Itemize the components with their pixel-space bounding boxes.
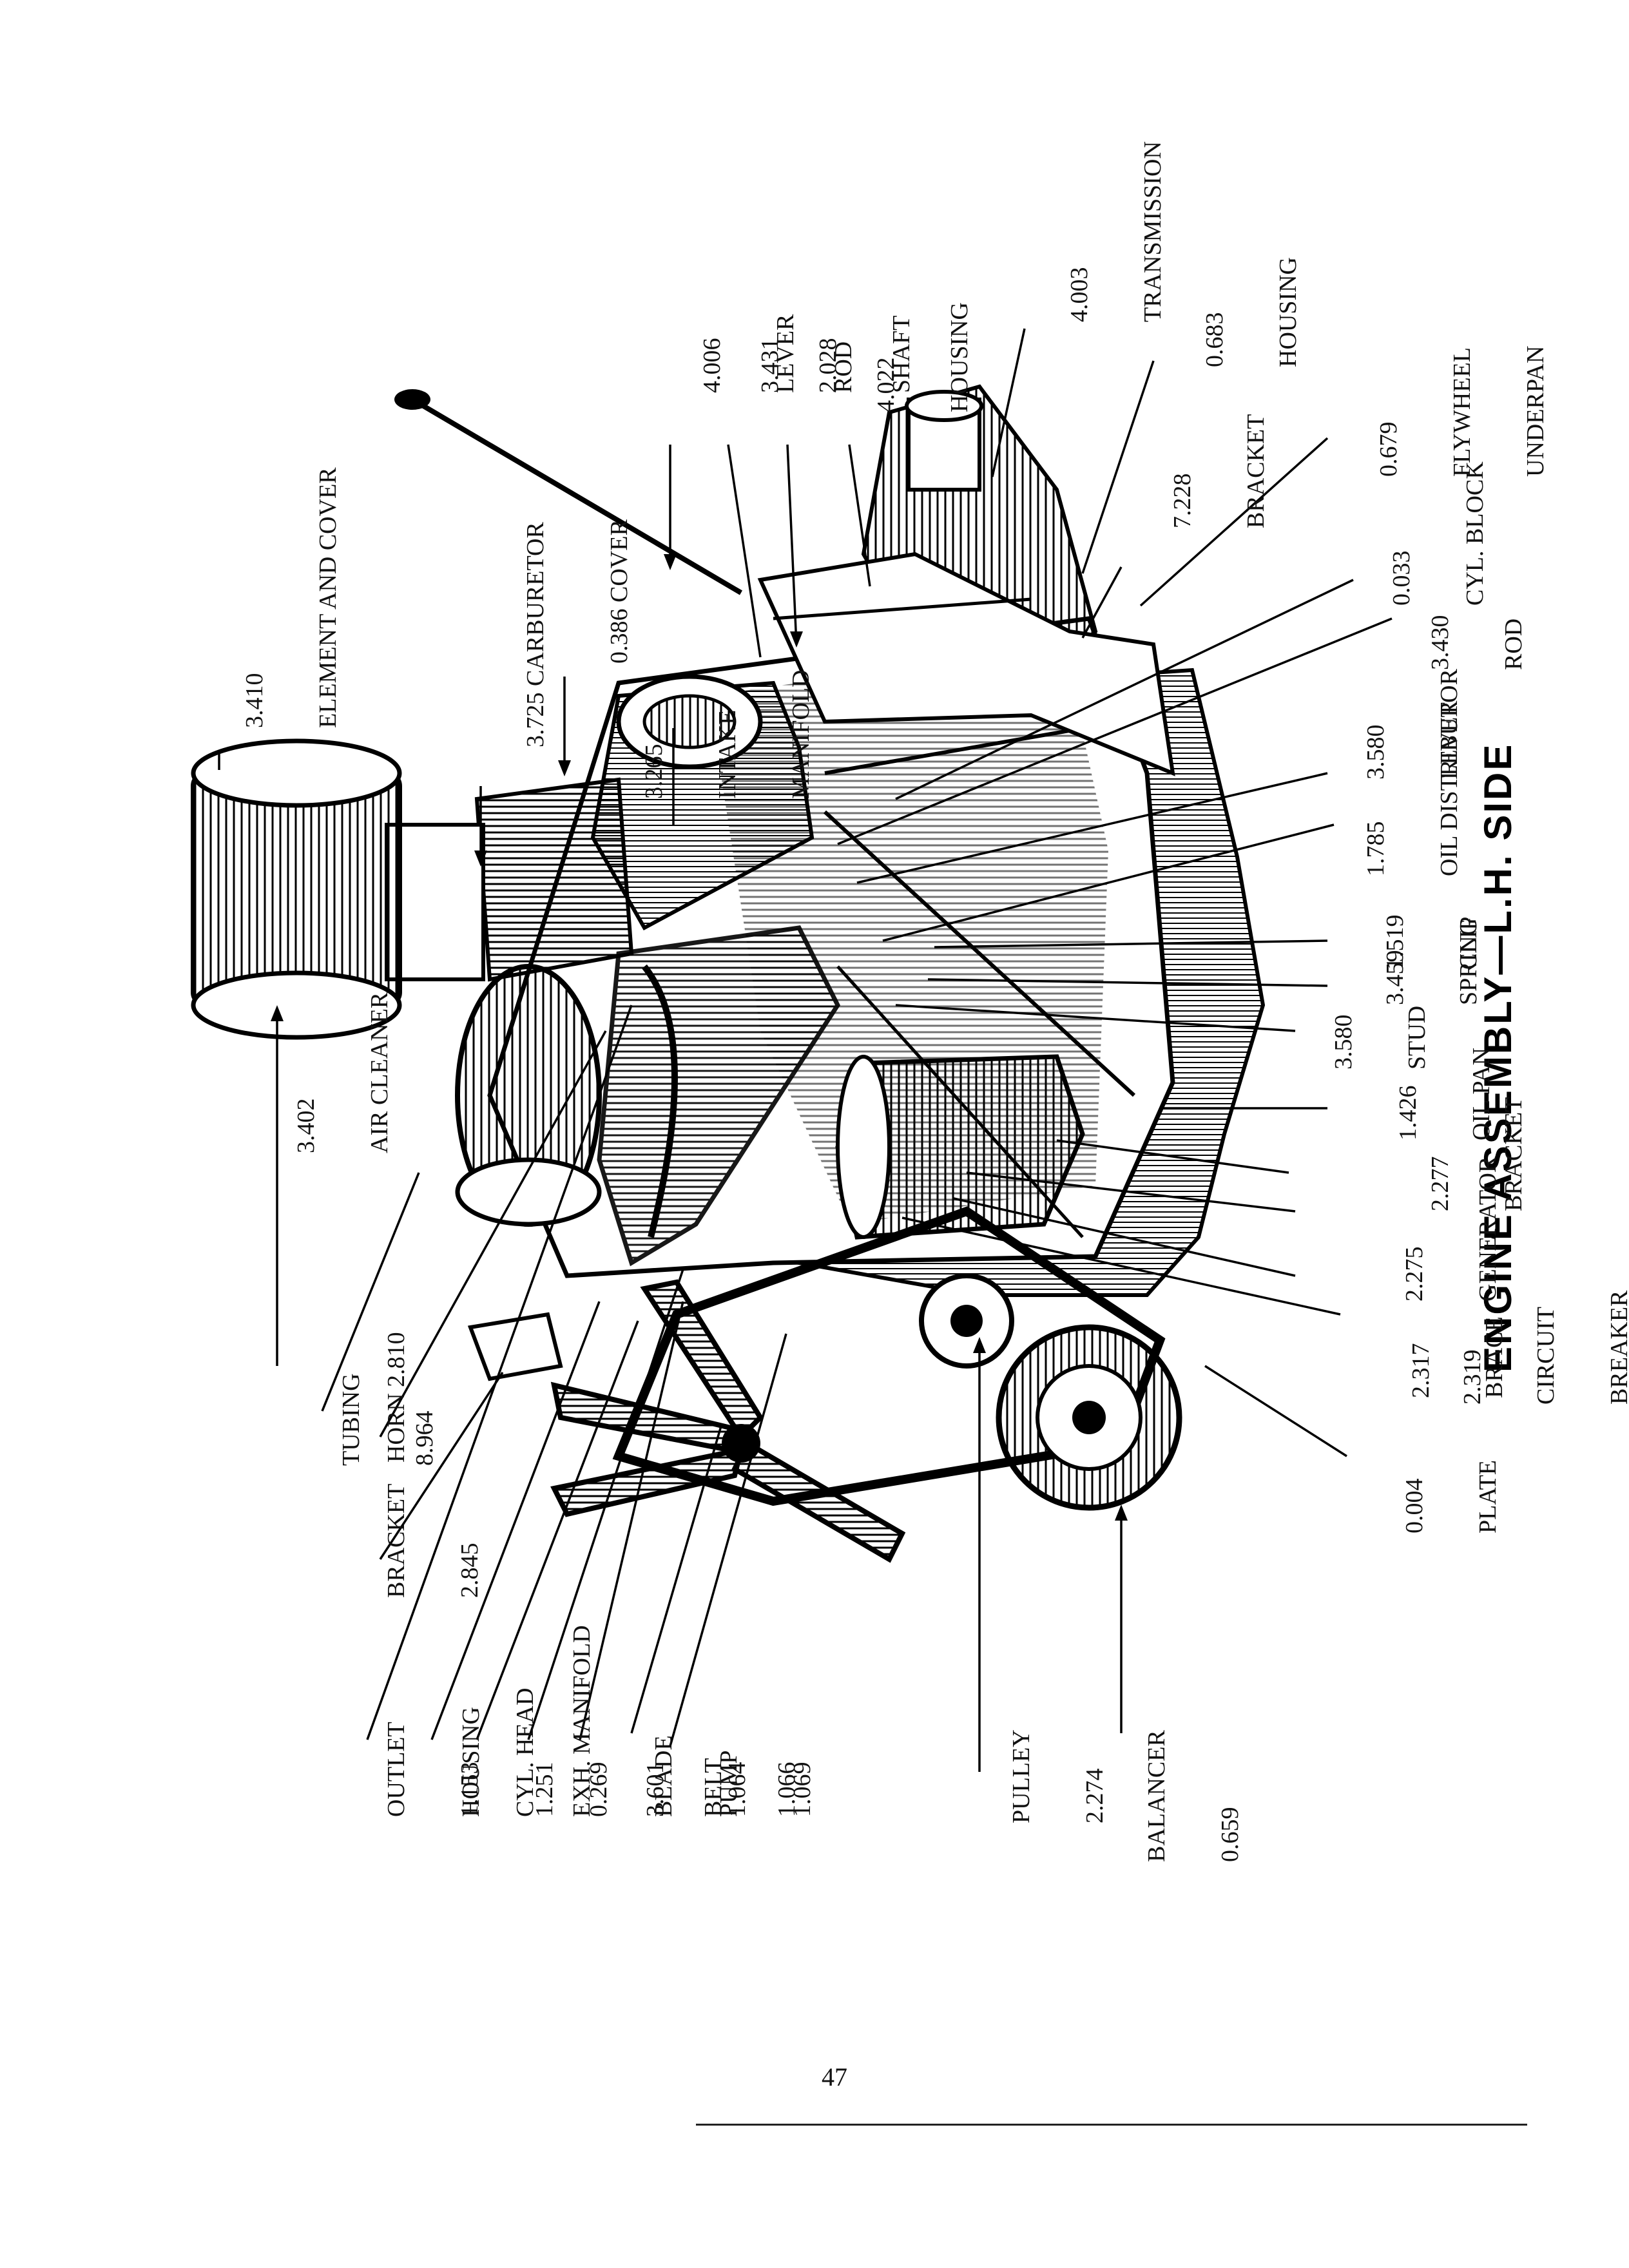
callout-generator: 2.275 GENERATOR [1353,1157,1549,1302]
tubing-code: 8.964 [411,1410,438,1466]
plate-code: 0.004 [1401,1478,1428,1534]
housing-4022-name: HOUSING [946,302,973,412]
spring-name: SPRING [1455,918,1482,1005]
callout-cover: 0.386 COVER [558,519,680,664]
callout-housing-0683: 0.683 HOUSING [1153,257,1349,367]
page-number: 47 [822,2062,847,2091]
air-cleaner-name: AIR CLEANER [366,992,393,1153]
callout-outlet: OUTLET 1.153 [335,1722,531,1817]
flywheel-housing-shape [757,552,1175,776]
cyl-block-name: CYL. BLOCK [1461,461,1489,606]
circuit-breaker-code: 2.319 [1459,1349,1486,1405]
bracket-7228-name: BRACKET [1242,414,1269,528]
pulley-code: 2.274 [1081,1768,1108,1824]
callout-flywheel-underpan: 0.679 FLYWHEEL UNDERPAN [1327,346,1597,477]
exhaust-manifold-shape [597,925,841,1267]
housing-1251-code: 1.251 [531,1762,558,1818]
outlet-code: 1.153 [456,1762,483,1818]
carburetor-label: 3.725 CARBURETOR [522,522,549,747]
circuit-breaker-name2: BREAKER [1606,1290,1629,1405]
oil-distributor-name: OIL DISTRIBUTOR [1436,669,1463,876]
plate-name: PLATE [1474,1460,1501,1533]
callout-cyl-block: 0.033 CYL. BLOCK [1340,461,1536,606]
cyl-block-code: 0.033 [1388,550,1415,606]
rod-3430-name: ROD [1500,618,1527,670]
intake-manifold-name2: MANIFOLD [787,669,815,799]
callout-tubing: TUBING 8.964 [290,1373,486,1466]
element-cover-code: 3.410 [241,673,268,729]
callout-bracket-7228: 7.228 BRACKET [1121,414,1317,528]
flywheel-underpan-name1: FLYWHEEL [1449,347,1476,477]
callout-housing-4022: 4.022 HOUSING [825,302,1021,412]
pump-name: PUMP [715,1750,742,1818]
footer-rule [696,2124,1527,2126]
callout-bracket-2845: BRACKET 2.845 [335,1484,531,1598]
oil-distributor-code: 1.785 [1362,821,1389,877]
air-cleaner-code: 3.402 [293,1098,320,1154]
flywheel-underpan-code: 0.679 [1375,421,1402,477]
balancer-code: 0.659 [1217,1807,1244,1863]
element-cover-name: ELEMENT AND COVER [314,467,342,728]
intake-manifold-code: 3.265 [641,744,668,800]
bracket-2845-code: 2.845 [456,1542,483,1599]
housing-4022-code: 4.022 [872,357,900,413]
arrowheads [271,554,1128,1521]
housing-0683-code: 0.683 [1201,312,1228,368]
callout-pulley: PULLEY 2.274 [960,1729,1156,1823]
callout-plate: 0.004 PLATE [1353,1460,1549,1533]
callout-rod-3430: 3.430 ROD [1379,615,1575,671]
generator-code: 2.275 [1401,1246,1428,1302]
cover-label: 0.386 COVER [606,519,633,664]
bracket-2845-name: BRACKET [383,1483,410,1598]
tubing-name: TUBING [338,1373,365,1466]
callout-air-cleaner: 3.402 AIR CLEANER [245,992,441,1153]
outlet-name: OUTLET [383,1722,410,1817]
callout-intake-manifold: 3.265 INTAKE MANIFOLD [593,669,862,799]
housing-0683-name: HOUSING [1275,257,1302,367]
rod-3430-code: 3.430 [1427,615,1454,671]
fan-blades [550,1279,906,1563]
bracket-7228-code: 7.228 [1169,473,1196,529]
flywheel-underpan-name2: UNDERPAN [1522,345,1549,477]
water-outlet-shape [467,1312,563,1381]
intake-manifold-name1: INTAKE [714,709,741,799]
circuit-breaker-name1: CIRCUIT [1532,1307,1559,1405]
transmission-code: 4.003 [1066,267,1093,323]
generator-name: GENERATOR [1474,1156,1501,1302]
pulley-name: PULLEY [1008,1729,1035,1823]
callout-oil-distributor: 1.785 OIL DISTRIBUTOR [1315,669,1510,876]
spring-code: 3.459 [1382,950,1409,1006]
callout-spring: 3.459 SPRING [1334,918,1530,1005]
pump-code: 1.069 [789,1762,816,1818]
callout-element-cover: 3.410 ELEMENT AND COVER [193,467,389,728]
leader-lines [218,328,1393,1772]
callout-circuit-breaker: 2.319 CIRCUIT BREAKER [1411,1291,1629,1405]
